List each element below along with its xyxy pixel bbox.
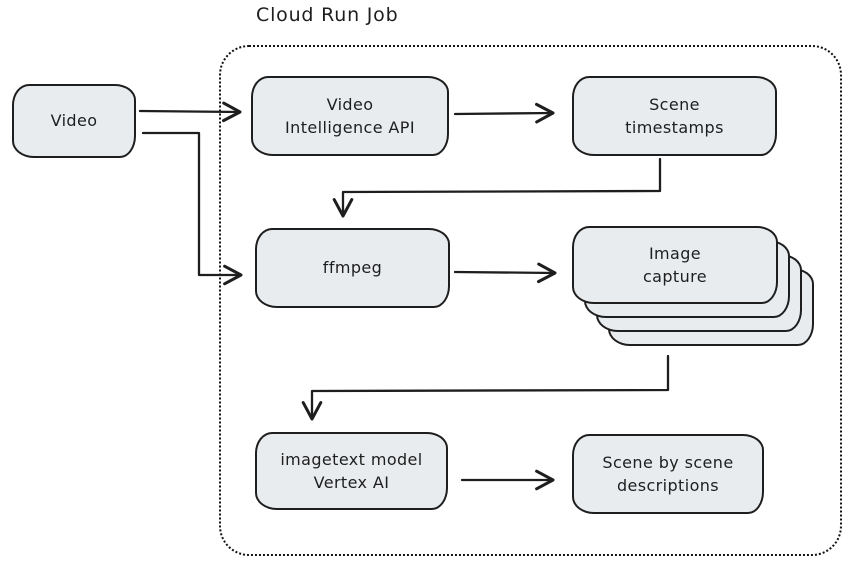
node-imagetext-model-vertex-ai: imagetext model Vertex AI — [255, 432, 448, 510]
node-video-label: Video — [50, 111, 98, 131]
node-video: Video — [12, 84, 136, 158]
node-video-intelligence-api: Video Intelligence API — [251, 76, 449, 156]
cloud-run-job-container — [219, 45, 842, 556]
node-scene-by-scene-descriptions: Scene by scene descriptions — [572, 434, 764, 514]
node-image-capture: Image capture — [572, 226, 778, 304]
node-ffmpeg: ffmpeg — [255, 228, 450, 308]
node-video-intelligence-api-label: Video Intelligence API — [285, 94, 415, 137]
node-imagetext-model-vertex-ai-label: imagetext model Vertex AI — [280, 449, 423, 492]
node-scene-by-scene-descriptions-label: Scene by scene descriptions — [602, 452, 734, 495]
node-scene-timestamps-label: Scene timestamps — [625, 94, 724, 137]
node-scene-timestamps: Scene timestamps — [572, 76, 777, 156]
container-title: Cloud Run Job — [256, 4, 399, 26]
node-image-capture-stack: Image capture — [572, 226, 832, 356]
node-image-capture-label: Image capture — [642, 243, 708, 286]
node-ffmpeg-label: ffmpeg — [322, 258, 383, 278]
